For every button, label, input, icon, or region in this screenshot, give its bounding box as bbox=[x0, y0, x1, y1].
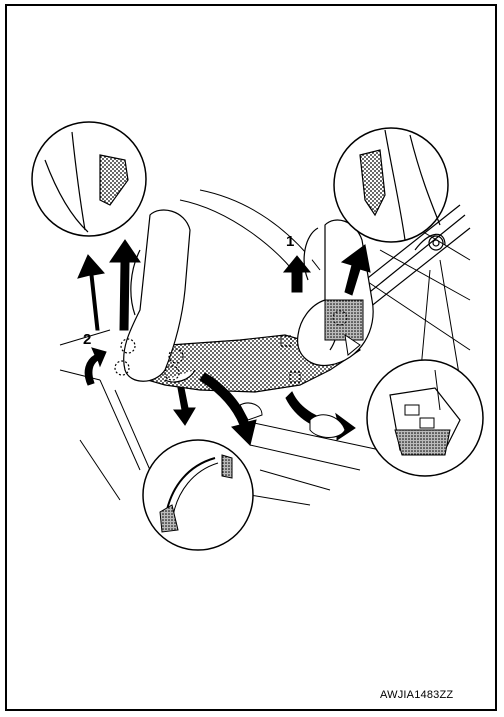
right-clip-area bbox=[325, 300, 363, 340]
detail-circle-lower-right bbox=[367, 360, 483, 476]
arrow-down-1 bbox=[174, 388, 195, 425]
detail-circle-bottom-center bbox=[143, 440, 253, 550]
detail-circle-top-right bbox=[334, 128, 448, 242]
arrow-step2 bbox=[85, 348, 106, 385]
detail-circle-top-left bbox=[32, 122, 146, 236]
arrow-up-left-1 bbox=[78, 255, 104, 330]
right-hand bbox=[298, 220, 374, 365]
figure-code: AWJIA1483ZZ bbox=[380, 689, 453, 701]
step-label-2: 2 bbox=[83, 331, 91, 348]
step-label-1: 1 bbox=[286, 233, 294, 250]
